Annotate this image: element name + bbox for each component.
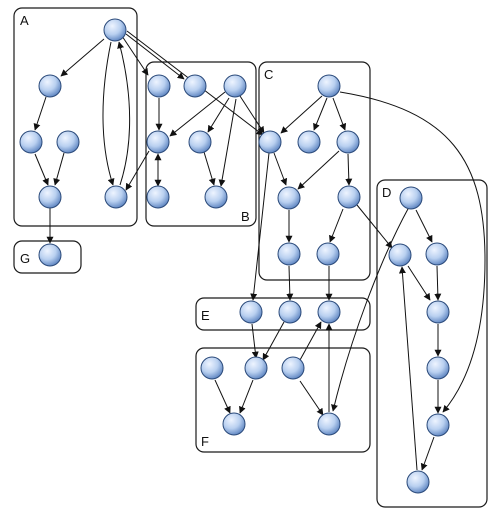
edge — [102, 41, 115, 186]
edge — [434, 265, 442, 301]
edge — [34, 153, 49, 186]
edge — [420, 436, 435, 471]
edge — [125, 150, 150, 191]
cluster-a-label: A — [20, 13, 29, 28]
cluster-c-label: C — [264, 67, 273, 82]
node-f-bottom-right — [317, 412, 341, 436]
node-d-right — [425, 242, 449, 266]
node-d-level4 — [426, 356, 450, 380]
edge — [169, 91, 226, 137]
edge — [280, 95, 323, 134]
edge — [250, 152, 270, 301]
node-e-left — [239, 300, 263, 324]
node-e-right — [317, 300, 341, 324]
edge — [125, 33, 185, 80]
cluster-a-box — [13, 7, 138, 227]
node-f-bottom-left — [222, 412, 246, 436]
edge — [332, 97, 347, 131]
node-c-lower-right — [337, 185, 361, 209]
edge — [331, 206, 410, 412]
edge — [329, 208, 344, 243]
cluster-e-label: E — [201, 308, 210, 323]
edge — [239, 95, 265, 134]
edge — [398, 266, 418, 471]
edge — [203, 151, 216, 186]
cluster-d-label: D — [382, 185, 391, 200]
node-a-left — [38, 74, 62, 98]
cluster-f-label: F — [201, 434, 209, 449]
node-c-mid — [297, 130, 321, 154]
node-d-top — [399, 186, 423, 210]
edge — [299, 380, 324, 416]
edge — [262, 321, 285, 361]
node-c-left — [258, 130, 282, 154]
cluster-g-label: G — [20, 251, 30, 266]
edge — [286, 265, 294, 301]
edge — [33, 96, 47, 131]
node-d-level5 — [426, 413, 450, 437]
node-b-bottom-right — [204, 185, 228, 209]
node-a-bottom-right — [104, 185, 128, 209]
edge — [218, 98, 237, 187]
edges — [33, 30, 486, 471]
edge — [239, 379, 254, 414]
node-a-mid-right — [56, 130, 80, 154]
edge — [345, 153, 353, 186]
edge — [60, 38, 105, 77]
node-a-root — [103, 18, 127, 42]
node-b-top-left — [147, 74, 171, 98]
node-c-root — [317, 74, 341, 98]
node-b-mid-left — [146, 130, 170, 154]
cluster-c-box — [258, 61, 371, 281]
edge — [407, 265, 431, 301]
node-g — [38, 243, 62, 267]
node-c-bottom-left — [277, 242, 301, 266]
node-f-top-right — [281, 356, 305, 380]
edge — [53, 152, 65, 186]
node-d-left — [388, 243, 412, 267]
edge — [251, 323, 259, 359]
cluster-b-label: B — [241, 209, 250, 224]
node-d-level3 — [426, 300, 450, 324]
node-b-top-right — [223, 74, 247, 98]
edge — [297, 150, 340, 190]
edge — [273, 152, 288, 186]
node-b-top-mid — [183, 74, 207, 98]
edge — [339, 91, 486, 413]
node-c-lower-left — [277, 186, 301, 210]
edge — [117, 41, 131, 186]
node-c-bottom-right — [316, 242, 340, 266]
edge — [121, 35, 149, 76]
edge — [207, 97, 230, 133]
node-d-bottom — [406, 470, 430, 494]
clusters: A B C D E F G — [13, 7, 488, 508]
nodes — [19, 18, 450, 494]
node-f-top-left — [200, 356, 224, 380]
node-e-mid — [278, 300, 302, 324]
node-b-bottom-left — [146, 185, 170, 209]
edge — [214, 379, 231, 414]
node-a-mid-left — [19, 130, 43, 154]
node-a-bottom-left — [38, 185, 62, 209]
edge — [356, 204, 393, 249]
node-f-top-mid — [244, 356, 268, 380]
edge — [415, 209, 433, 243]
node-c-right — [336, 130, 360, 154]
node-b-mid-right — [188, 130, 212, 154]
edge — [313, 97, 328, 131]
cluster-d-box — [376, 179, 488, 508]
edge — [299, 321, 322, 361]
